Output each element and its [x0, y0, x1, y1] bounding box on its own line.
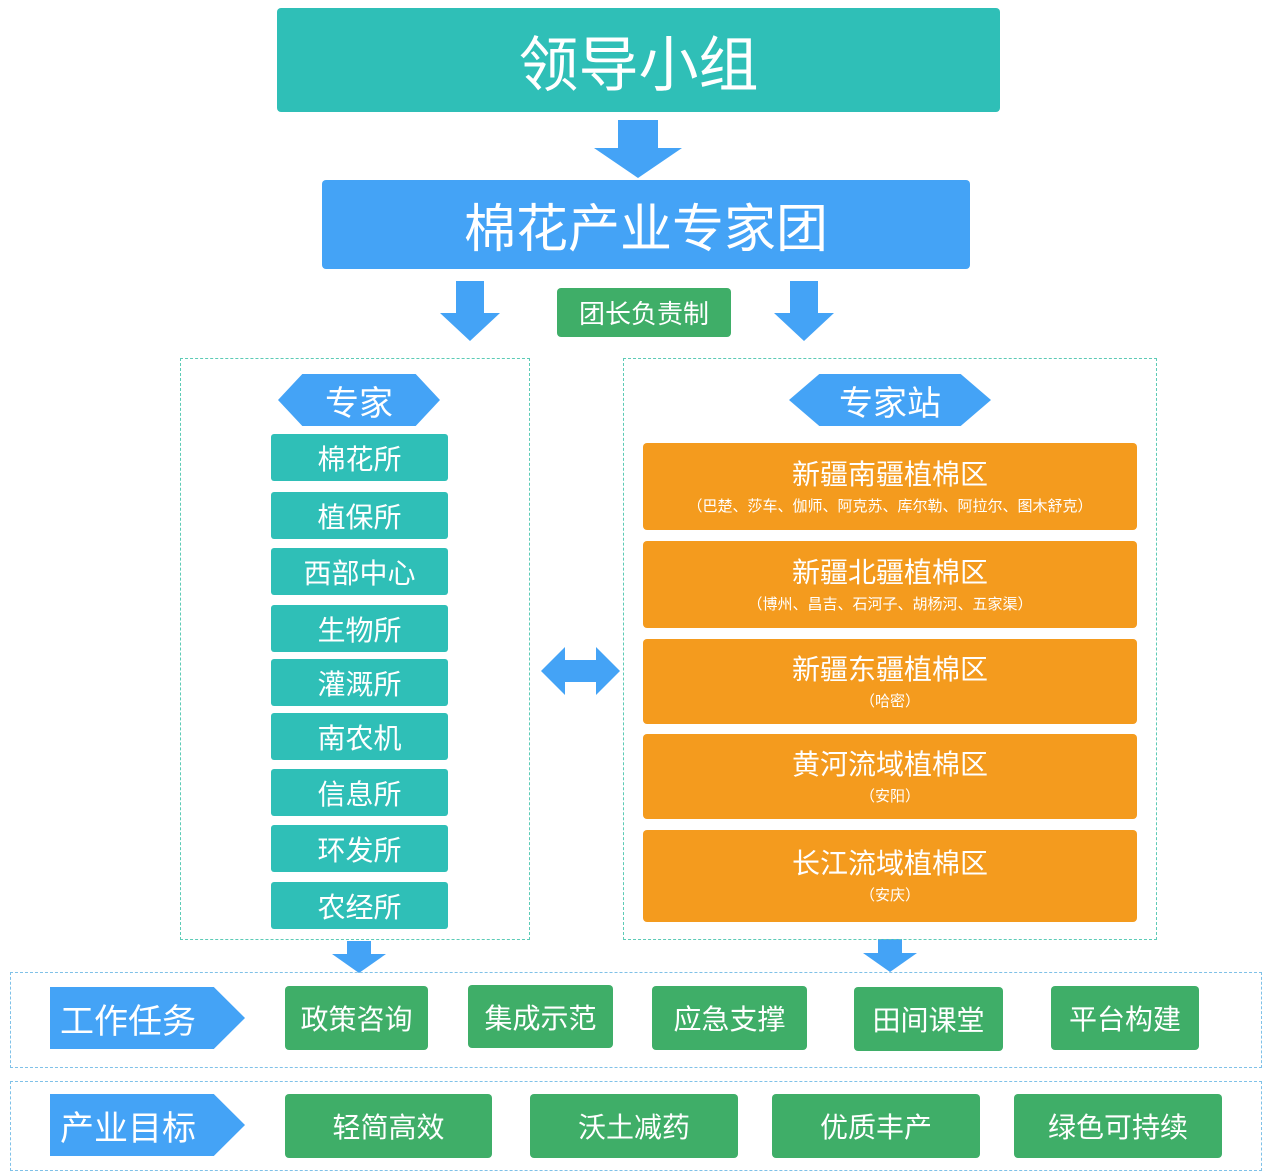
arrow-down-experts-to-tasks	[332, 941, 386, 973]
tasks-band	[10, 972, 1262, 1068]
institute-item: 生物所	[271, 605, 448, 652]
experts-panel	[180, 358, 530, 940]
station-name: 新疆东疆植棉区	[791, 652, 988, 686]
goal-item: 绿色可持续	[1014, 1094, 1222, 1158]
station-south-xinjiang: 新疆南疆植棉区 （巴楚、莎车、伽师、阿克苏、库尔勒、阿拉尔、图木舒克）	[643, 443, 1137, 530]
station-north-xinjiang: 新疆北疆植棉区 （博州、昌吉、石河子、胡杨河、五家渠）	[643, 541, 1137, 628]
double-arrow-experts-stations	[541, 647, 620, 695]
institute-item: 棉花所	[271, 434, 448, 481]
station-name: 新疆北疆植棉区	[791, 555, 988, 589]
station-locations: （安庆）	[859, 886, 920, 904]
station-name: 新疆南疆植棉区	[791, 457, 988, 491]
stations-panel	[623, 358, 1157, 940]
institute-item: 环发所	[271, 825, 448, 872]
station-locations: （哈密）	[859, 691, 920, 710]
task-item: 平台构建	[1051, 986, 1199, 1050]
station-name: 黄河流域植棉区	[791, 747, 988, 781]
responsibility-tag: 团长负责制	[557, 288, 731, 337]
institute-item: 南农机	[271, 713, 448, 760]
station-locations: （博州、昌吉、石河子、胡杨河、五家渠）	[747, 594, 1033, 613]
institute-item: 农经所	[271, 882, 448, 929]
station-name: 长江流域植棉区	[791, 847, 988, 880]
task-item: 政策咨询	[285, 986, 428, 1050]
goals-label: 产业目标	[50, 1094, 245, 1156]
expert-team-box: 棉花产业专家团	[322, 180, 970, 269]
leadership-group-box: 领导小组	[277, 8, 1000, 112]
tasks-label: 工作任务	[50, 987, 245, 1049]
task-item: 集成示范	[468, 985, 613, 1048]
stations-title: 专家站	[789, 374, 991, 426]
arrow-down-team-to-stations	[774, 281, 834, 341]
goal-item: 轻简高效	[285, 1094, 492, 1158]
goal-item: 优质丰产	[772, 1094, 980, 1158]
experts-title: 专家	[278, 374, 440, 426]
arrow-down-team-to-experts	[440, 281, 500, 341]
institute-item: 西部中心	[271, 548, 448, 595]
station-yangtze-river: 长江流域植棉区 （安庆）	[643, 830, 1137, 922]
station-east-xinjiang: 新疆东疆植棉区 （哈密）	[643, 639, 1137, 724]
arrow-down-leadership-to-team	[594, 120, 682, 178]
station-locations: （巴楚、莎车、伽师、阿克苏、库尔勒、阿拉尔、图木舒克）	[687, 496, 1093, 515]
institute-item: 灌溉所	[271, 659, 448, 706]
station-yellow-river: 黄河流域植棉区 （安阳）	[643, 734, 1137, 819]
task-item: 应急支撑	[652, 986, 807, 1050]
task-item: 田间课堂	[854, 987, 1003, 1051]
institute-item: 植保所	[271, 492, 448, 539]
goals-band	[10, 1081, 1262, 1171]
institute-item: 信息所	[271, 769, 448, 816]
goal-item: 沃土减药	[530, 1094, 738, 1158]
arrow-down-stations-to-tasks	[863, 939, 917, 972]
station-locations: （安阳）	[859, 786, 920, 805]
